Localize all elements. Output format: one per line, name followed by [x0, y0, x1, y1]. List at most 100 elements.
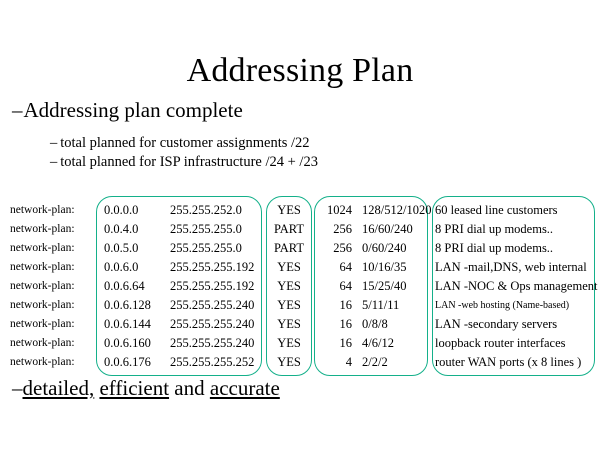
row-label: network-plan:	[10, 299, 75, 311]
deployed-status: YES	[277, 355, 301, 369]
usage-ratio: 5/11/11	[362, 298, 400, 312]
table-row: 0.0.5.0 255.255.255.0	[96, 239, 262, 258]
usage-ratio: 128/512/1020	[362, 203, 432, 217]
address-count: 64	[339, 279, 353, 293]
description-text: router WAN ports (x 8 lines )	[435, 355, 582, 369]
subnet-mask: 255.255.255.0	[170, 241, 242, 255]
subnet-mask: 255.255.255.192	[170, 279, 255, 293]
sub-bullet-text: total planned for customer assignments /…	[60, 135, 310, 151]
table-row: 16 5/11/11	[314, 296, 428, 315]
sub-bullet-dash: –	[50, 154, 58, 170]
subnet-mask: 255.255.252.0	[170, 203, 242, 217]
page-title: Addressing Plan	[186, 52, 414, 89]
address-count: 1024	[327, 203, 352, 217]
description-box: 60 leased line customers 8 PRI dial up mo…	[432, 196, 598, 376]
deployed-status: YES	[277, 298, 301, 312]
table-row: 0.0.6.160 255.255.255.240	[96, 334, 262, 353]
network-address: 0.0.5.0	[104, 241, 139, 255]
table-row: 4 2/2/2	[314, 353, 428, 372]
address-count: 4	[345, 355, 352, 369]
address-count: 64	[339, 260, 353, 274]
row-label: network-plan:	[10, 242, 75, 254]
address-count: 16	[339, 336, 353, 350]
network-address: 0.0.6.176	[104, 355, 151, 369]
subnet-mask: 255.255.255.192	[170, 260, 255, 274]
summary-dash: –	[12, 376, 23, 400]
deployed-status: YES	[277, 317, 301, 331]
deployed-status: PART	[273, 241, 305, 255]
row-label: network-plan:	[10, 356, 75, 368]
sub-bullet-customer-assignments: –total planned for customer assignments …	[50, 135, 310, 152]
sub-bullet-dash: –	[50, 135, 58, 151]
rounded-border	[96, 196, 262, 376]
table-row: 16 0/8/8	[314, 315, 428, 334]
rounded-border	[266, 196, 312, 376]
bullet-dash: –	[12, 98, 23, 122]
row-label: network-plan:	[10, 280, 75, 292]
row-label-column: network-plan: network-plan: network-plan: n…	[10, 201, 96, 372]
usage-ratio: 0/8/8	[362, 317, 388, 331]
bullet-text: Addressing plan complete	[23, 98, 243, 122]
network-address: 0.0.0.0	[104, 203, 139, 217]
summary-part-detailed: detailed,	[22, 376, 95, 400]
sub-bullet-isp-infrastructure: –total planned for ISP infrastructure /2…	[50, 154, 318, 171]
table-row: 1024 128/512/1020	[314, 201, 432, 220]
usage-ratio: 15/25/40	[362, 279, 407, 293]
table-row: 64 15/25/40	[314, 277, 428, 296]
usage-ratio: 16/60/240	[362, 222, 413, 236]
description-text: 8 PRI dial up modems..	[435, 222, 554, 236]
deployed-status: YES	[277, 336, 301, 350]
subnet-mask: 255.255.255.240	[170, 317, 255, 331]
network-address: 0.0.4.0	[104, 222, 139, 236]
deployed-status: YES	[277, 279, 301, 293]
address-count: 256	[333, 222, 352, 236]
description-column: 60 leased line customers 8 PRI dial up mo…	[432, 201, 598, 372]
summary-part-efficient: efficient	[99, 376, 170, 400]
deployed-status-column: YES PART PART YES YES YES YES YES YES	[266, 201, 312, 372]
row-label: network-plan:	[10, 261, 75, 273]
usage-ratio: 4/6/12	[362, 336, 394, 350]
row-label: network-plan:	[10, 223, 75, 235]
subnet-mask: 255.255.255.252	[170, 355, 255, 369]
table-row: 16 4/6/12	[314, 334, 428, 353]
network-address: 0.0.6.0	[104, 260, 139, 274]
bullet-addressing-plan-complete: –Addressing plan complete	[12, 98, 243, 122]
row-label: network-plan:	[10, 204, 75, 216]
deployed-status: YES	[277, 203, 301, 217]
description-text: loopback router interfaces	[435, 336, 566, 350]
rounded-border	[432, 196, 595, 376]
address-count: 16	[339, 298, 353, 312]
table-row: 0.0.6.64 255.255.255.192	[96, 277, 262, 296]
subnet-mask: 255.255.255.240	[170, 298, 255, 312]
usage-ratio: 2/2/2	[362, 355, 388, 369]
network-address: 0.0.6.160	[104, 336, 151, 350]
subnet-mask: 255.255.255.240	[170, 336, 255, 350]
description-text: 60 leased line customers	[435, 203, 558, 217]
description-text: LAN -NOC & Ops management	[435, 279, 598, 293]
address-count: 256	[333, 241, 352, 255]
address-count: 16	[339, 317, 353, 331]
sub-bullet-text: total planned for ISP infrastructure /24…	[60, 154, 318, 170]
table-row: 0.0.6.144 255.255.255.240	[96, 315, 262, 334]
bullet-summary: –detailed, efficient and accurate	[12, 376, 280, 400]
network-address: 0.0.6.144	[104, 317, 151, 331]
summary-conjunction: and	[174, 376, 205, 400]
deployed-status: YES	[277, 260, 301, 274]
table-row: 0.0.0.0 255.255.252.0	[96, 201, 262, 220]
description-text: LAN -mail,DNS, web internal	[435, 260, 587, 274]
rounded-border	[314, 196, 428, 376]
deployed-status: PART	[273, 222, 305, 236]
table-row: 0.0.6.176 255.255.255.252	[96, 353, 262, 372]
table-row: 0.0.6.0 255.255.255.192	[96, 258, 262, 277]
row-label: network-plan:	[10, 318, 75, 330]
network-address: 0.0.6.64	[104, 279, 145, 293]
